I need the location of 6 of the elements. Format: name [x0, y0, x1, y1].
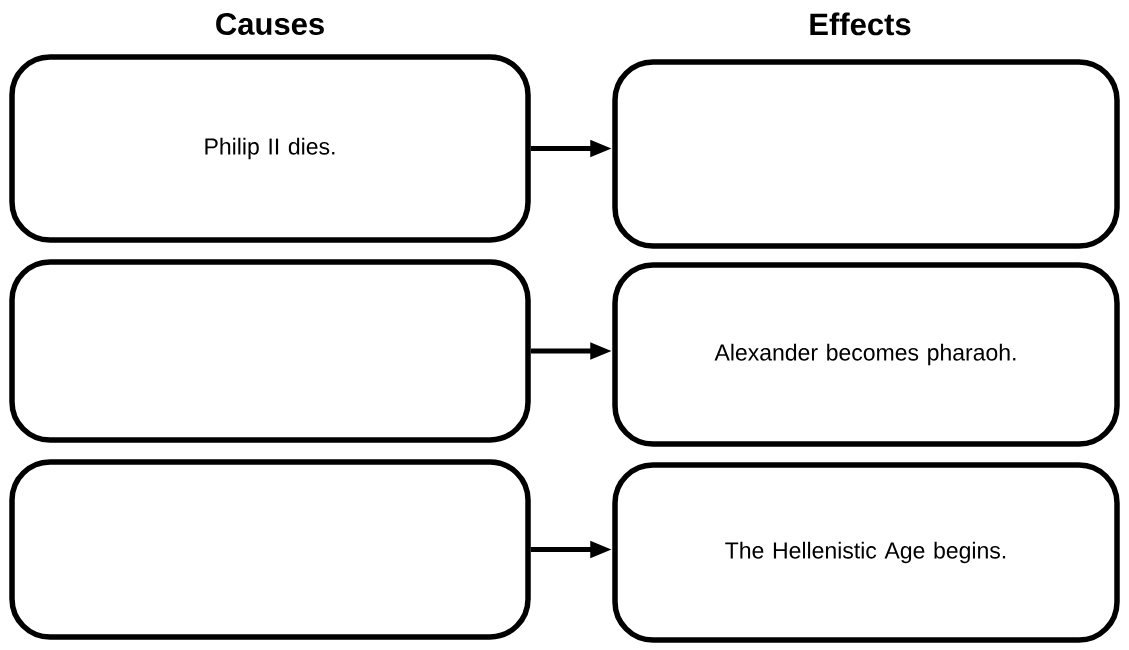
- empty-box: [9, 459, 531, 640]
- text-box: Alexander becomes pharaoh.: [612, 262, 1120, 447]
- empty-box: [9, 259, 531, 443]
- text-box: The Hellenistic Age begins.: [612, 462, 1120, 643]
- text-box: Philip II dies.: [9, 54, 531, 243]
- empty-box: [612, 59, 1120, 249]
